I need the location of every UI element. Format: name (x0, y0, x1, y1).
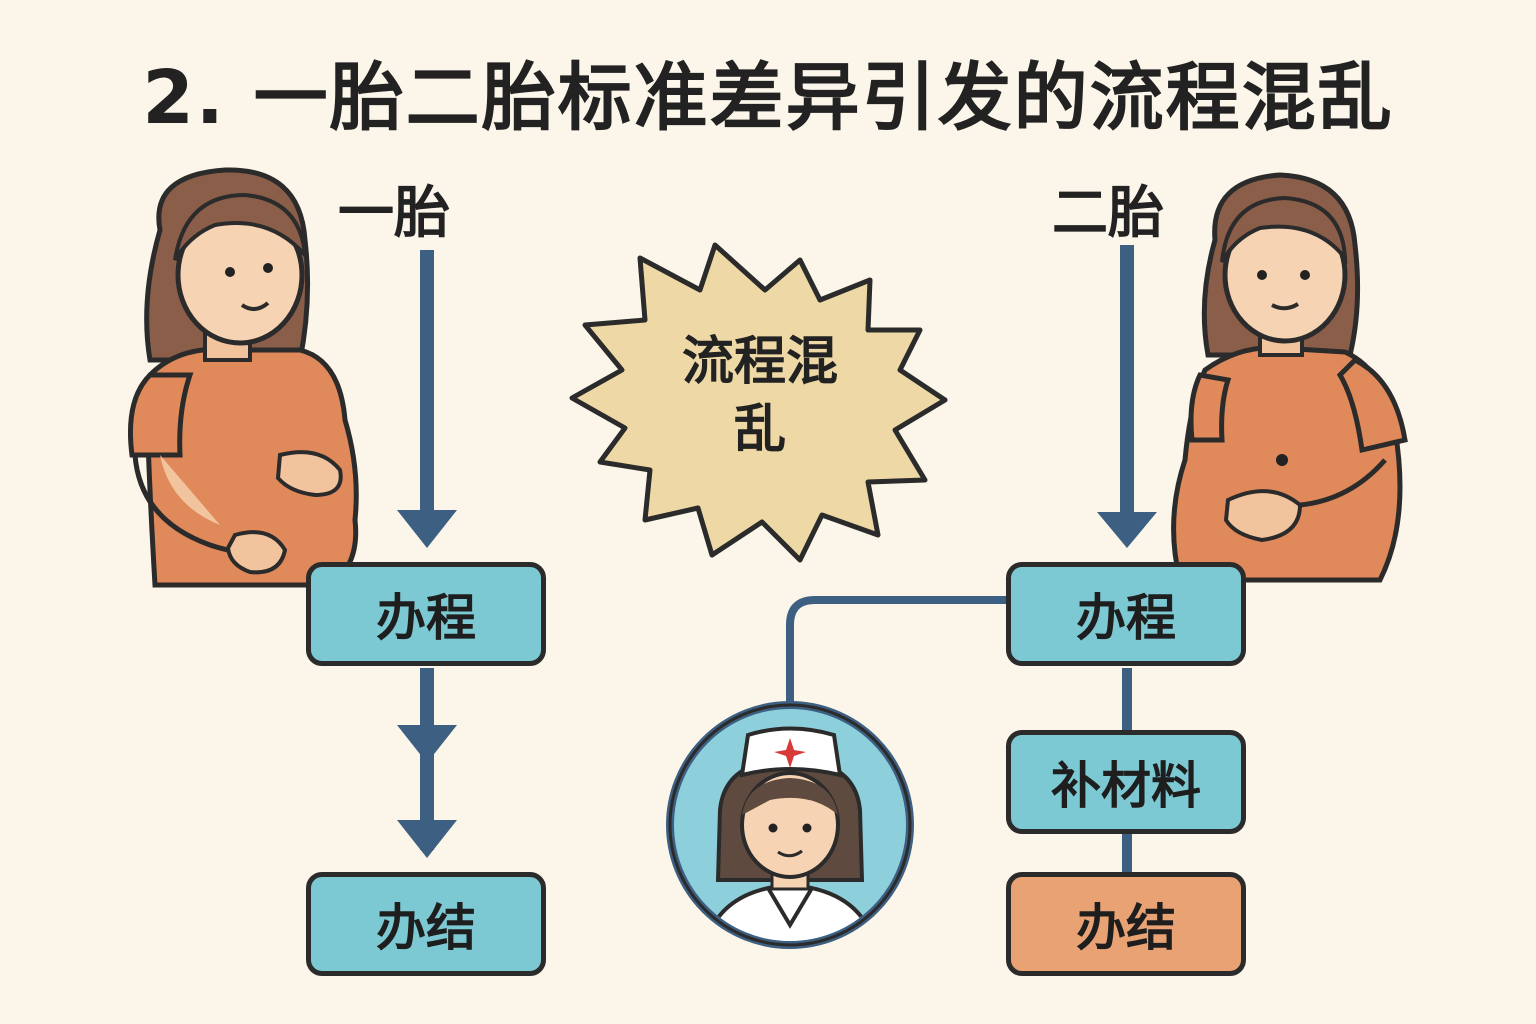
left-step-complete-box: 办结 (306, 872, 546, 976)
right-step-process-box: 办程 (1006, 562, 1246, 666)
pregnant-woman-right-icon (1171, 172, 1408, 583)
right-step-supplement-box: 补材料 (1006, 730, 1246, 834)
right-step-complete-box: 办结 (1006, 872, 1246, 976)
burst-label-line1: 流程混 (681, 332, 838, 392)
right-flow-arrows (786, 245, 1157, 875)
burst-label: 流程混 乱 (640, 328, 880, 464)
burst-label-line2: 乱 (733, 400, 786, 460)
burst-icon (569, 242, 948, 563)
left-branch-label: 一胎 (338, 181, 450, 246)
page-title: 2. 一胎二胎标准差异引发的流程混乱 (142, 55, 1394, 141)
left-step-process-box: 办程 (306, 562, 546, 666)
left-flow-arrows (397, 250, 457, 858)
right-branch-label: 二胎 (1052, 181, 1164, 246)
pregnant-woman-left-icon (127, 167, 359, 588)
nurse-avatar-icon (666, 701, 914, 949)
